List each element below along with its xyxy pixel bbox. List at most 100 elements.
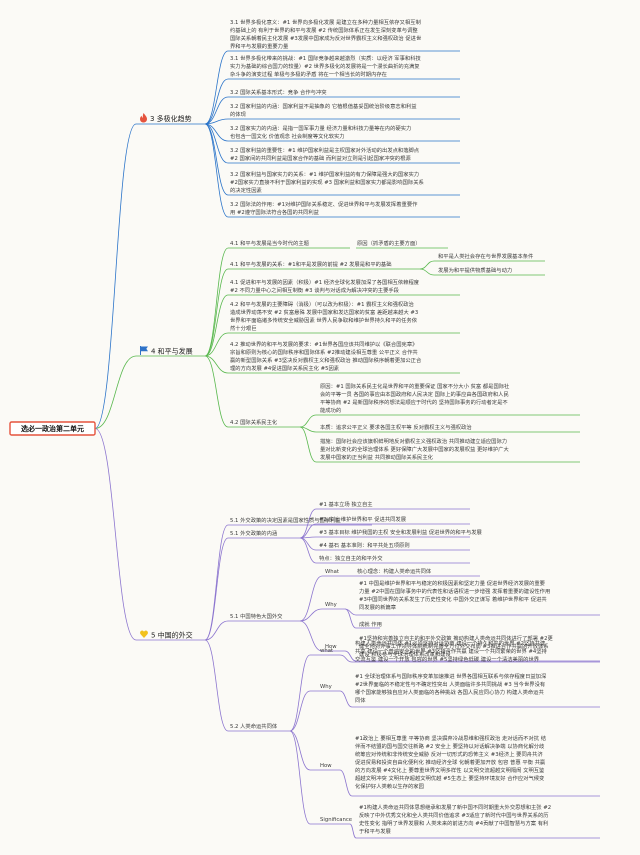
- section-3-item-6: 3.2 国家利益的重要性：#1 维护国家利益是主权国家对外活动的出发点和落脚点#…: [230, 146, 420, 162]
- section-4-title: 4 和平与发展: [151, 347, 193, 356]
- section-3-item-2-line: 实力为基础的综合国力的较量）#2 世界多极化的发展将是一个漫长曲折的充满复: [230, 62, 420, 70]
- community-why-line: [289, 690, 340, 732]
- section-3-item-1-line: 约基础上的 有利于世界的和平与发展 #2 传统国际体系正在发生深刻变革与调整: [230, 26, 418, 34]
- section-4-node[interactable]: 4 和平与发展: [140, 346, 193, 356]
- section-3-item-4-line: 3.2 国家利益的内涵：国家利益不是抽象的 它植根值基妥国统治阶级意志和利益: [230, 102, 417, 110]
- root-branch-0: [94, 123, 205, 429]
- section-3-item-4-line: 的体现: [230, 110, 247, 118]
- section-3-item-7-line: #2国家实力直接不利于国家利益的实现 #3 国家利益和国家实力都是影响国际关系: [230, 178, 424, 186]
- community-how-text-line: 统筹应对传统和非传统安全威胁 反对一切形式的恐怖主义 #3经济上 要同舟共济: [355, 750, 543, 758]
- major-why-text-line: #1 中国是维护世界和平与稳定的积极因素和坚定力量 促进世界经济发展的重要: [359, 579, 545, 587]
- major-how-text-line: #1坚持和完善独立自主的和平外交政策 推动构建人类命运共同体进行了部署 #2更: [359, 634, 553, 642]
- major-why-text: #1 中国是维护世界和平与稳定的积极因素和坚定力量 促进世界经济发展的重要力量 …: [359, 579, 550, 611]
- section-4-branch: [204, 355, 460, 374]
- community-what-text-line: 交流互鉴 建设一个开放 包容的世界 #5坚持绿色低碳 建设一个清洁美丽的世界: [355, 655, 540, 663]
- section-3-node[interactable]: 3 多极化趋势: [140, 113, 192, 123]
- community-what-text-line: 共享 建设一个普遍安全的世界 #3坚持合作共赢 建设一个共同繁荣的世界 #4坚持: [355, 647, 548, 655]
- major-why-sub: [344, 608, 600, 616]
- democracy-item-3-line: 量对比新变化的全球治理体系 更好保障广大发展中国家的发展权益 更好维护广大: [320, 445, 509, 453]
- section-3-item-2-line: 3.1 世界多极化带来的挑战：#1 国际竞争越来越激烈（实质：以经济 军事和科技: [230, 54, 421, 62]
- section-3-item-8-line: 用 #2遵守国际法符合各国的共同利益: [230, 208, 320, 216]
- democracy-item-1-line: 平等协商 #2 是新国际秩序的想法是顺应于时代的 坚持国际事务的行动者定是不: [320, 398, 508, 406]
- section-3-item-1-line: 国际关系朝着民主化发展 #3发展中国家成为反对世界霸权主义和强权政治 促进世: [230, 34, 422, 42]
- section-5-item-3-line: 5.1 中国特色大国外交: [230, 612, 283, 620]
- section-3-item-7: 3.2 国家利益与国家实力的关系：#1 维护国家利益的有力保障是强大的国家实力#…: [230, 170, 424, 194]
- section-4-item-3-line: #2 不同力量中心之间相互制衡 #3 谈判与对话成为解决冲突的主要手段: [230, 286, 400, 294]
- community-how-label: How: [320, 763, 332, 769]
- community-how-text-line: 化保护好人类赖以生存的家园: [355, 782, 424, 790]
- section-3-item-8-line: 3.2 国际法的作用：#1对维护国际关系稳定、促进世界和平与发展发挥着重要作: [230, 200, 418, 208]
- section-5-item-2-line: 5.1 外交政策的内涵: [230, 529, 277, 537]
- section-5-item-3: 5.1 中国特色大国外交: [230, 612, 283, 620]
- section-4-item-6-line: 4.2 国际关系民主化: [230, 418, 278, 426]
- section-5-item-2: 5.1 外交政策的内涵: [230, 529, 277, 537]
- section-4-item-5-line: 宗旨和原则为核心的国际秩序和国际体系 #2推动建设相互尊重 公平正义 合作共: [230, 348, 418, 356]
- section-5-branch: [204, 620, 300, 641]
- major-what-text: 核心理念：构建人类命运共同体: [357, 567, 432, 575]
- root-node[interactable]: 选必一政治第二单元: [9, 421, 96, 436]
- section-4-sub-line: [419, 260, 545, 270]
- section-4-item-4: 4.2 和平与发展的主要障碍（消极）（可以改为积极）：#1 霸权主义和强权政治造…: [230, 300, 418, 332]
- section-3-title: 3 多极化趋势: [150, 114, 192, 123]
- community-what-text-line: 构建人类命运共同体 #1必须坚持对话协商 建设一个持久和平的世界 #2坚持共建: [355, 639, 546, 647]
- major-how-text: #1坚持和完善独立自主的和平外交政策 推动构建人类命运共同体进行了部署 #2更健…: [359, 634, 553, 658]
- community-why-text: #1 全球治理体系与国际秩序变革加速推进 世界各国相互联系与依存程度日益加深#2…: [355, 672, 547, 704]
- section-5-node[interactable]: 5 中国的外交: [140, 630, 193, 640]
- major-why-achievement: 成就 作用: [359, 620, 382, 628]
- policy-branch: [299, 523, 470, 539]
- section-4-item-5-line: 4.2 推动世界的和平与发展的要求：#1世界各国应该共同维护以《联合国宪章》: [230, 340, 417, 348]
- section-5-title: 5 中国的外交: [151, 631, 193, 640]
- community-why-text-line: 同体: [355, 696, 366, 704]
- section-4-item-4-line: 然十分艰巨: [230, 324, 257, 332]
- major-what-line: [299, 575, 345, 622]
- section-4-item-4-line: 造成世界动荡不安 #2 贫富悬殊 发展中国家和发达国家的贫富 差距越来越大 #3: [230, 308, 418, 316]
- section-3-item-3-line: 3.2 国际关系基本形式：竞争 合作与冲突: [230, 88, 327, 96]
- section-4-branch: [204, 294, 460, 357]
- section-3-item-8: 3.2 国际法的作用：#1对维护国际关系稳定、促进世界和平与发展发挥着重要作用 …: [230, 200, 418, 216]
- section-4-item-3-line: 4.1 促进和平与发展的因素（积极）#1 经济全球化发展加深了各国相互依赖程度: [230, 278, 420, 286]
- community-significance-label: Significance: [320, 817, 352, 823]
- section-4-item-1-line: 4.1 和平与发展是当今时代的主题: [230, 239, 310, 247]
- section-3-item-5-line: 也包含一国文化 价值观念 社会制度等文化软实力: [230, 132, 345, 140]
- major-how-sub: [344, 650, 600, 662]
- community-significance-text-line: 于和平与发展: [359, 827, 391, 835]
- section-4-branch: [204, 355, 300, 428]
- policy-item-3: #3 基本目标 维护我国的主权 安全和发展利益 促进世界的和平与发展: [319, 528, 483, 536]
- major-why-line: [299, 608, 345, 622]
- section-3-item-7-line: 3.2 国家利益与国家实力的关系：#1 维护国家利益的有力保障是强大的国家实力: [230, 170, 419, 178]
- policy-item-5: 特点：独立自主的和平外交: [319, 554, 383, 562]
- section-3-item-4: 3.2 国家利益的内涵：国家利益不是抽象的 它植根值基妥国统治阶级意志和利益的体…: [230, 102, 417, 118]
- community-how-text-line: 的方向发展 #4文化上 要尊重世界文明多样性 以文明交流超越文明隔阂 文明互鉴: [355, 766, 545, 774]
- democracy-item-3-line: 措施：国际社会应该旗帜鲜明地反对霸权主义强权政治 共同推动建立适应国际力: [320, 437, 507, 445]
- policy-item-1: #1 基本立场 独立自主: [319, 500, 373, 508]
- section-4-item-2: 4.1 和平与发展的关系：#1和平是发展的前提 #2 发展是和平的基础: [230, 260, 392, 268]
- section-3-item-6-line: 3.2 国家利益的重要性：#1 维护国家利益是主权国家对外活动的出发点和落脚点: [230, 146, 420, 154]
- section-3-branch: [204, 50, 460, 125]
- community-how-text-line: 促进贸易和投资自由化便利化 推动经济全球 化朝着更加开放 包容 普惠 平衡 共赢: [355, 758, 546, 766]
- section-4-item-5-line: 赢的新型国际关系 #3坚决反对霸权主义和强权政治 推动国际秩序朝着更加公正合: [230, 356, 422, 364]
- section-5-item-1: 5.1 外交政策的决定因素是国家性质与国家利益: [230, 516, 341, 524]
- major-how-text-line: 建设 积极参与全球治理体系改革和建设: [359, 650, 451, 658]
- section-4-item-6: 4.2 国际关系民主化: [230, 418, 278, 426]
- major-what-label: What: [325, 569, 339, 575]
- section-5-item-4: 5.2 人类命运共同体: [230, 722, 278, 730]
- policy-branch: [299, 537, 470, 564]
- connector-lines: [94, 50, 600, 839]
- relation-note-2: 发展为和平提供物质基础与动力: [438, 266, 512, 274]
- community-sig-line: [289, 730, 350, 825]
- major-why-sub: [344, 608, 380, 629]
- democracy-item-1-line: 会的平等一员 各国的事应由本国政府和人民决定 国际上的事应由各国政府和人民: [320, 390, 509, 398]
- section-3-branch: [204, 118, 460, 125]
- section-3-item-7-line: 的决定性因素: [230, 186, 262, 194]
- policy-branch: [299, 536, 470, 539]
- text-nodes: 3.1 世界多极化意义：#1 世界向多极化发展 是建立在多种力量相互依存又相互制…: [230, 18, 553, 835]
- community-what-text: 构建人类命运共同体 #1必须坚持对话协商 建设一个持久和平的世界 #2坚持共建共…: [355, 639, 548, 663]
- heart-icon: [140, 630, 148, 638]
- community-why-label: Why: [320, 684, 332, 690]
- section-4-item-4-line: 世界和平面临诸多传统安全威胁因素 世界人民争取和维护世界持久和平的任务依: [230, 316, 418, 324]
- section-4-item-5-line: 理的方向发展 #4促进国际关系民主化 #5因素: [230, 364, 340, 372]
- community-how-text-line: #1政治上 要相互尊重 平等协商 坚决摒弃冷战思维和强权政治 走对话而不对抗 结: [355, 734, 546, 742]
- section-3-item-3: 3.2 国际关系基本形式：竞争 合作与冲突: [230, 88, 327, 96]
